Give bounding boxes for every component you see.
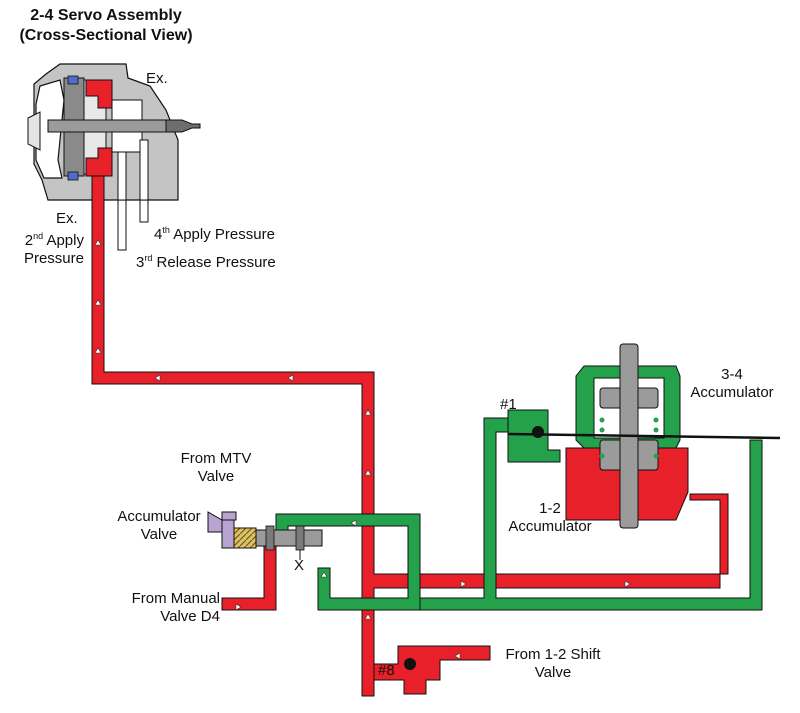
ex-label-bottom: Ex. [56,210,78,227]
second-apply-line [91,175,729,697]
checkball-1-label: #1 [500,396,517,413]
from-manual-valve-label: From Manual Valve D4 [110,590,220,626]
fourth-apply-passage [139,200,149,223]
servo-assembly [27,63,201,201]
accumulator-34-line1: 3-4 [721,366,743,383]
from-mtv-label: From MTV Valve [166,450,266,486]
checkball-8 [404,658,416,670]
fourth-apply-text: Apply Pressure [169,226,275,243]
accumulator-valve-spring [233,527,257,549]
accumulator-valve-line1: Accumulator [117,508,201,525]
fourth-apply-ordinal: 4 [154,226,163,243]
accumulator-circuit [275,365,763,611]
from-mtv-line2: Valve [197,468,235,485]
second-apply-line2: Pressure [23,250,84,267]
accumulator-12-line2: Accumulator [508,518,592,535]
servo-title-line2: (Cross-Sectional View) [19,27,193,44]
from-12-shift-line2: Valve [534,664,572,681]
servo-apply-chamber [85,79,113,109]
checkball-1 [532,426,544,438]
x-mark-label: X [294,557,305,574]
from-manual-line2: Valve D4 [160,608,220,625]
servo-title: 2-4 Servo Assembly (Cross-Sectional View… [6,6,206,46]
from-mtv-line1: From MTV [180,450,252,467]
accumulator-valve-line2: Valve [140,526,178,543]
accumulator-valve-label: Accumulator Valve [106,508,212,544]
fourth-apply-suffix: th [162,225,170,235]
flow-arrows [94,239,631,660]
second-apply-pressure-label: 2nd Apply Pressure [8,232,84,268]
second-apply-suffix: nd [33,231,44,241]
from-12-shift-valve-label: From 1-2 Shift Valve [488,646,618,682]
second-apply-ordinal: 2 [24,232,34,249]
servo-apply-pin [47,119,167,133]
checkball-8-assembly [373,645,491,695]
servo-title-line1: 2-4 Servo Assembly [30,7,182,24]
second-apply-text: Apply [43,232,84,249]
accumulator-12-label: 1-2 Accumulator [500,500,600,536]
accumulator-feed-line [419,417,763,611]
accumulator-12-line1: 1-2 [539,500,561,517]
checkball-8-label: #8 [378,662,395,679]
accumulator-34-line2: Accumulator [690,384,774,401]
third-release-ordinal: 3 [136,254,145,271]
accumulator-plate-line [507,432,781,440]
third-release-passage [117,200,127,251]
ex-label-top: Ex. [146,70,168,87]
third-release-text: Release Pressure [152,254,276,271]
third-release-suffix: rd [144,253,153,263]
from-manual-line1: From Manual [131,590,220,607]
fourth-apply-pressure-label: 4th Apply Pressure [154,226,275,244]
accumulator-valve [207,511,323,560]
accumulator-34-label: 3-4 Accumulator [682,366,782,402]
third-release-pressure-label: 3rd Release Pressure [136,254,276,272]
from-12-shift-line1: From 1-2 Shift [505,646,601,663]
